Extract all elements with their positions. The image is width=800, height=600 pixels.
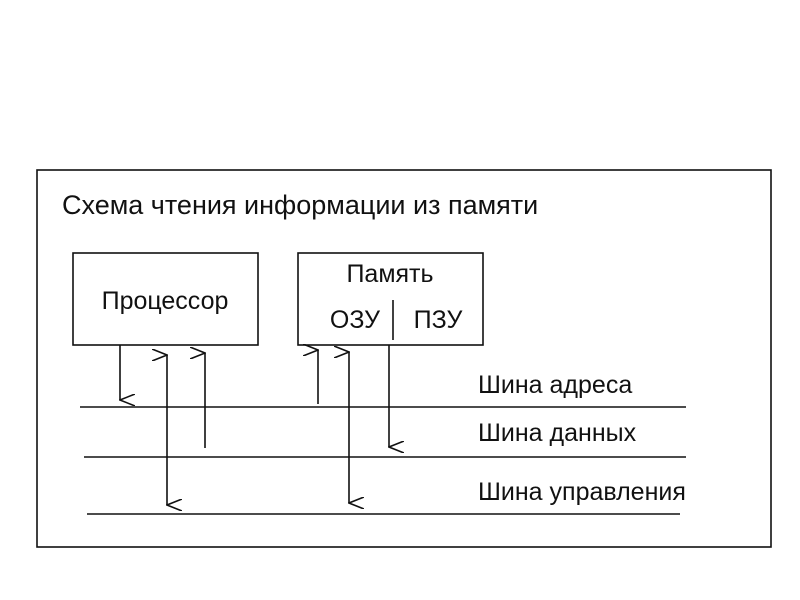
arrows	[120, 345, 389, 505]
diagram-frame	[36, 169, 772, 548]
control-bus-label: Шина управления	[478, 478, 686, 506]
memory-label: Память	[346, 260, 433, 288]
diagram-title: Схема чтения информации из памяти	[62, 190, 538, 220]
processor-label: Процессор	[102, 287, 229, 315]
address-bus-label: Шина адреса	[478, 371, 632, 399]
memory-box: Память ОЗУ ПЗУ	[297, 252, 484, 346]
data-bus-label: Шина данных	[478, 419, 637, 447]
rom-label: ПЗУ	[414, 306, 463, 334]
processor-box: Процессор	[72, 252, 259, 346]
ram-label: ОЗУ	[330, 306, 380, 334]
